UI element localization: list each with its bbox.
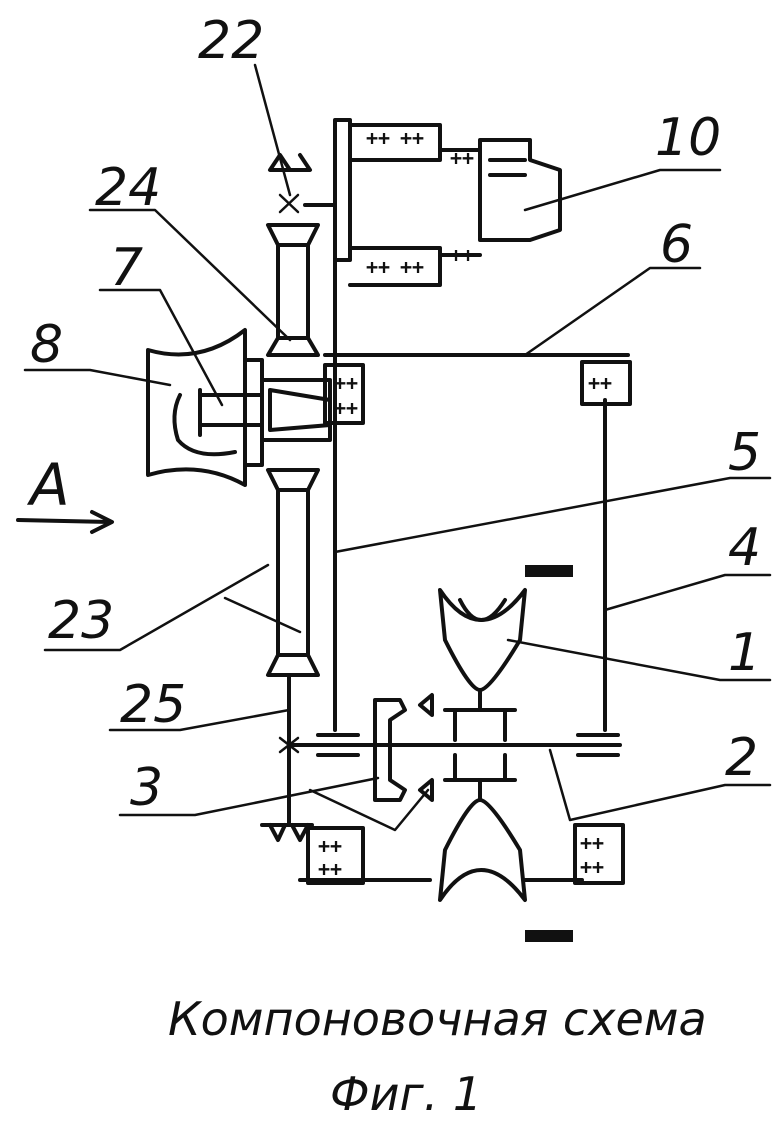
belt-drive [262, 155, 318, 840]
label-1: 1 [728, 623, 761, 683]
svg-text:++: ++ [400, 126, 424, 150]
label-22: 22 [198, 11, 264, 71]
figure-label: Фиг. 1 [330, 1067, 482, 1121]
svg-text:++: ++ [580, 855, 604, 879]
label-10: 10 [655, 108, 721, 168]
svg-text:++: ++ [450, 146, 474, 170]
label-2: 2 [725, 728, 758, 788]
label-3: 3 [130, 758, 163, 818]
main-shaft [289, 695, 620, 800]
svg-text:++: ++ [450, 243, 474, 267]
svg-text:++: ++ [588, 371, 612, 395]
svg-text:++: ++ [318, 834, 342, 858]
motor-10 [305, 120, 560, 285]
wheel-1-upper [440, 565, 573, 710]
svg-text:++: ++ [580, 831, 604, 855]
label-4: 4 [728, 518, 761, 578]
caption: Компоновочная схема [168, 992, 707, 1046]
label-8: 8 [30, 315, 63, 375]
label-25: 25 [120, 675, 186, 735]
frame-6: ++ ++ ++ [325, 260, 630, 730]
svg-text:++: ++ [318, 857, 342, 881]
label-6: 6 [660, 215, 693, 275]
view-label-a: A [26, 451, 70, 519]
label-24: 24 [95, 158, 161, 218]
motor-bearings: ++ ++ ++ ++ ++ ++ [366, 126, 474, 279]
label-5: 5 [728, 423, 761, 483]
label-23: 23 [48, 591, 114, 651]
svg-text:++: ++ [334, 396, 358, 420]
svg-text:++: ++ [366, 255, 390, 279]
svg-text:++: ++ [400, 255, 424, 279]
label-7: 7 [110, 238, 143, 298]
svg-text:++: ++ [366, 126, 390, 150]
svg-text:++: ++ [334, 371, 358, 395]
